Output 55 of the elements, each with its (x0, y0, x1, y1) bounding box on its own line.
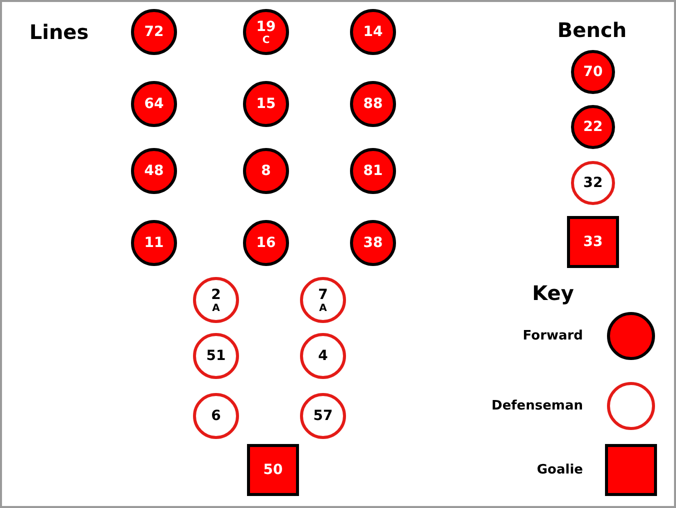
jersey-number: 38 (363, 235, 383, 251)
letter-mark: A (319, 302, 327, 314)
goalie-square (567, 216, 619, 268)
jersey-number: 7 (318, 286, 328, 302)
forward-circle (350, 148, 396, 194)
forward-circle (131, 220, 177, 266)
jersey-number: 33 (583, 234, 603, 250)
heading: Lines (29, 20, 89, 44)
jersey-number: 81 (363, 163, 383, 179)
defenseman-circle (300, 333, 346, 379)
forward-circle (571, 105, 615, 149)
forward-circle (131, 148, 177, 194)
legend-label: Forward (522, 328, 583, 344)
jersey-number: 32 (583, 175, 603, 191)
forward-circle (243, 148, 289, 194)
jersey-number: 51 (206, 348, 226, 364)
defenseman-circle (193, 393, 239, 439)
defenseman-circle (193, 333, 239, 379)
jersey-number: 2 (211, 286, 221, 302)
forward-circle (243, 220, 289, 266)
defenseman-circle (300, 393, 346, 439)
jersey-number: 50 (263, 462, 283, 478)
forward-circle (350, 220, 396, 266)
jersey-number: 8 (261, 163, 271, 179)
jersey-number: 64 (144, 96, 164, 112)
jersey-number: 16 (256, 235, 276, 251)
forward-circle (350, 9, 396, 55)
jersey-number: 11 (144, 235, 164, 251)
forward-circle (571, 50, 615, 94)
defenseman-circle (300, 277, 346, 323)
jersey-number: 14 (363, 24, 383, 40)
defenseman-circle (193, 277, 239, 323)
heading: Key (532, 281, 574, 305)
forward-circle (131, 81, 177, 127)
forward-circle (243, 9, 289, 55)
jersey-number: 22 (583, 119, 603, 135)
heading: Bench (557, 18, 627, 42)
jersey-number: 4 (318, 348, 328, 364)
jersey-number: 88 (363, 96, 383, 112)
jersey-number: 72 (144, 24, 164, 40)
letter-mark: C (262, 34, 270, 46)
legend-label: Defenseman (492, 398, 583, 414)
jersey-number: 19 (256, 18, 276, 34)
goalie-square (247, 444, 299, 496)
forward-circle (243, 81, 289, 127)
forward-circle (131, 9, 177, 55)
letter-mark: A (212, 302, 220, 314)
jersey-number: 57 (313, 408, 333, 424)
jersey-number: 70 (583, 64, 603, 80)
jersey-number: 48 (144, 163, 164, 179)
defenseman-circle (571, 161, 615, 205)
jersey-number: 6 (211, 408, 221, 424)
jersey-number: 15 (256, 96, 276, 112)
legend-label: Goalie (536, 462, 583, 478)
forward-circle (350, 81, 396, 127)
